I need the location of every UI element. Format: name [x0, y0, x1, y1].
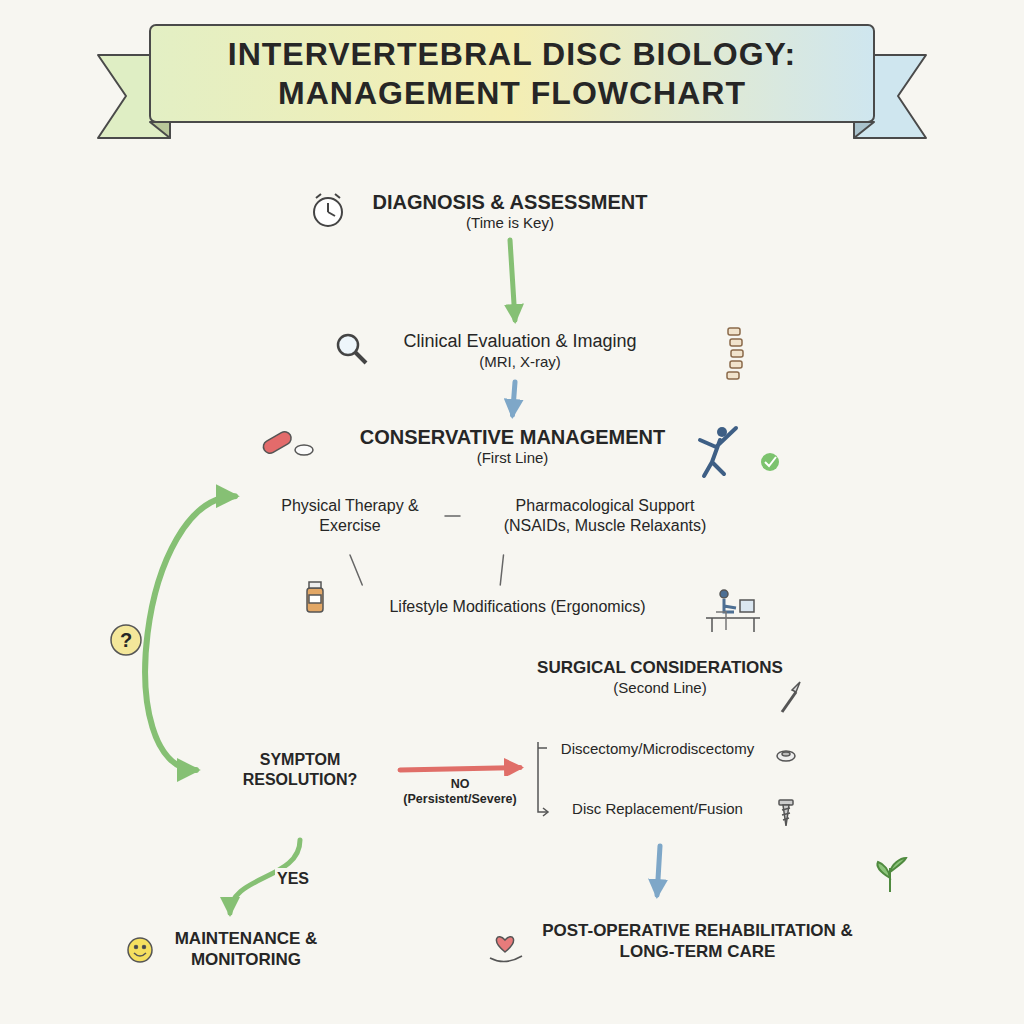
- process-box: Discectomy/Microdiscectomy: [550, 730, 765, 768]
- heart-hand-icon: [490, 937, 522, 962]
- magnifier-icon: [338, 335, 366, 363]
- connector: [510, 240, 515, 320]
- disc-icon: [777, 751, 795, 761]
- connector: [400, 768, 520, 770]
- bottle-icon: [307, 582, 323, 612]
- surgical-bracket: [538, 742, 548, 816]
- process-box: Clinical Evaluation & Imaging(MRI, X-ray…: [320, 320, 710, 382]
- node-subtext: (MRI, X-ray): [479, 353, 561, 371]
- node-heading: MAINTENANCE & MONITORING: [162, 929, 330, 970]
- node-heading: POST-OPERATIVE REHABILITATION & LONG-TER…: [530, 921, 865, 962]
- node-heading: DIAGNOSIS & ASSESSMENT: [373, 190, 648, 214]
- connector: [350, 555, 362, 585]
- box-fill: [320, 320, 710, 382]
- node-subtext: (Time is Key): [466, 214, 554, 232]
- spine-icon: [727, 328, 743, 379]
- box-fill: [255, 477, 445, 555]
- exercise-figure: [700, 427, 736, 476]
- node-heading: Clinical Evaluation & Imaging: [403, 331, 636, 353]
- node-heading: SURGICAL CONSIDERATIONS: [537, 658, 783, 679]
- connector: [445, 515, 460, 517]
- ribbon-banner: MAINTENANCE & MONITORING: [110, 915, 350, 985]
- connector: [513, 382, 516, 415]
- node-heading: SYMPTOM RESOLUTION?: [243, 750, 358, 789]
- node-subtext: (Second Line): [613, 679, 706, 697]
- group-box: CONSERVATIVE MANAGEMENT(First Line) Physi…: [235, 415, 790, 647]
- node-heading: Pharmacological Support (NSAIDs, Muscle …: [494, 496, 716, 535]
- edge-label: YES: [275, 868, 311, 889]
- connector: [657, 846, 660, 895]
- scalpel-icon: [782, 682, 800, 712]
- connector: [500, 555, 503, 585]
- process-box: Pharmacological Support (NSAIDs, Muscle …: [460, 477, 750, 555]
- connector: [145, 496, 235, 770]
- clock-icon: [314, 194, 342, 226]
- process-box: Disc Replacement/Fusion: [550, 790, 765, 828]
- check-icon: [761, 453, 779, 471]
- node-heading: Lifestyle Modifications (Ergonomics): [389, 597, 645, 617]
- ribbon-banner: DIAGNOSIS & ASSESSMENT(Time is Key): [290, 182, 730, 240]
- process-box: Lifestyle Modifications (Ergonomics): [345, 585, 690, 629]
- node-heading: Physical Therapy & Exercise: [269, 496, 431, 535]
- node-heading: CONSERVATIVE MANAGEMENT: [360, 425, 666, 449]
- title-ribbon: [98, 25, 926, 138]
- node-subtext: (First Line): [477, 449, 549, 467]
- diamond-outline: [200, 700, 400, 840]
- desk-icon: [706, 590, 760, 632]
- process-box: Physical Therapy & Exercise: [255, 477, 445, 555]
- question-circle: [111, 625, 141, 655]
- group-box: SURGICAL CONSIDERATIONS(Second Line) Disc…: [520, 650, 800, 846]
- title-text: INTERVERTEBRAL DISC BIOLOGY: MANAGEMENT …: [170, 25, 854, 122]
- pill-icon: [261, 429, 313, 455]
- smiley-icon: [128, 938, 152, 962]
- ribbon-banner: POST-OPERATIVE REHABILITATION & LONG-TER…: [470, 895, 905, 989]
- symbol-label: ?: [111, 628, 141, 652]
- decision-diamond: SYMPTOM RESOLUTION?: [200, 700, 400, 840]
- box-fill: [460, 477, 750, 555]
- screw-icon: [779, 800, 793, 826]
- node-heading: Discectomy/Microdiscectomy: [561, 740, 754, 758]
- edge-label: NO (Persistent/Severe): [401, 776, 519, 808]
- node-heading: Disc Replacement/Fusion: [572, 800, 743, 818]
- plant-icon: [878, 858, 907, 892]
